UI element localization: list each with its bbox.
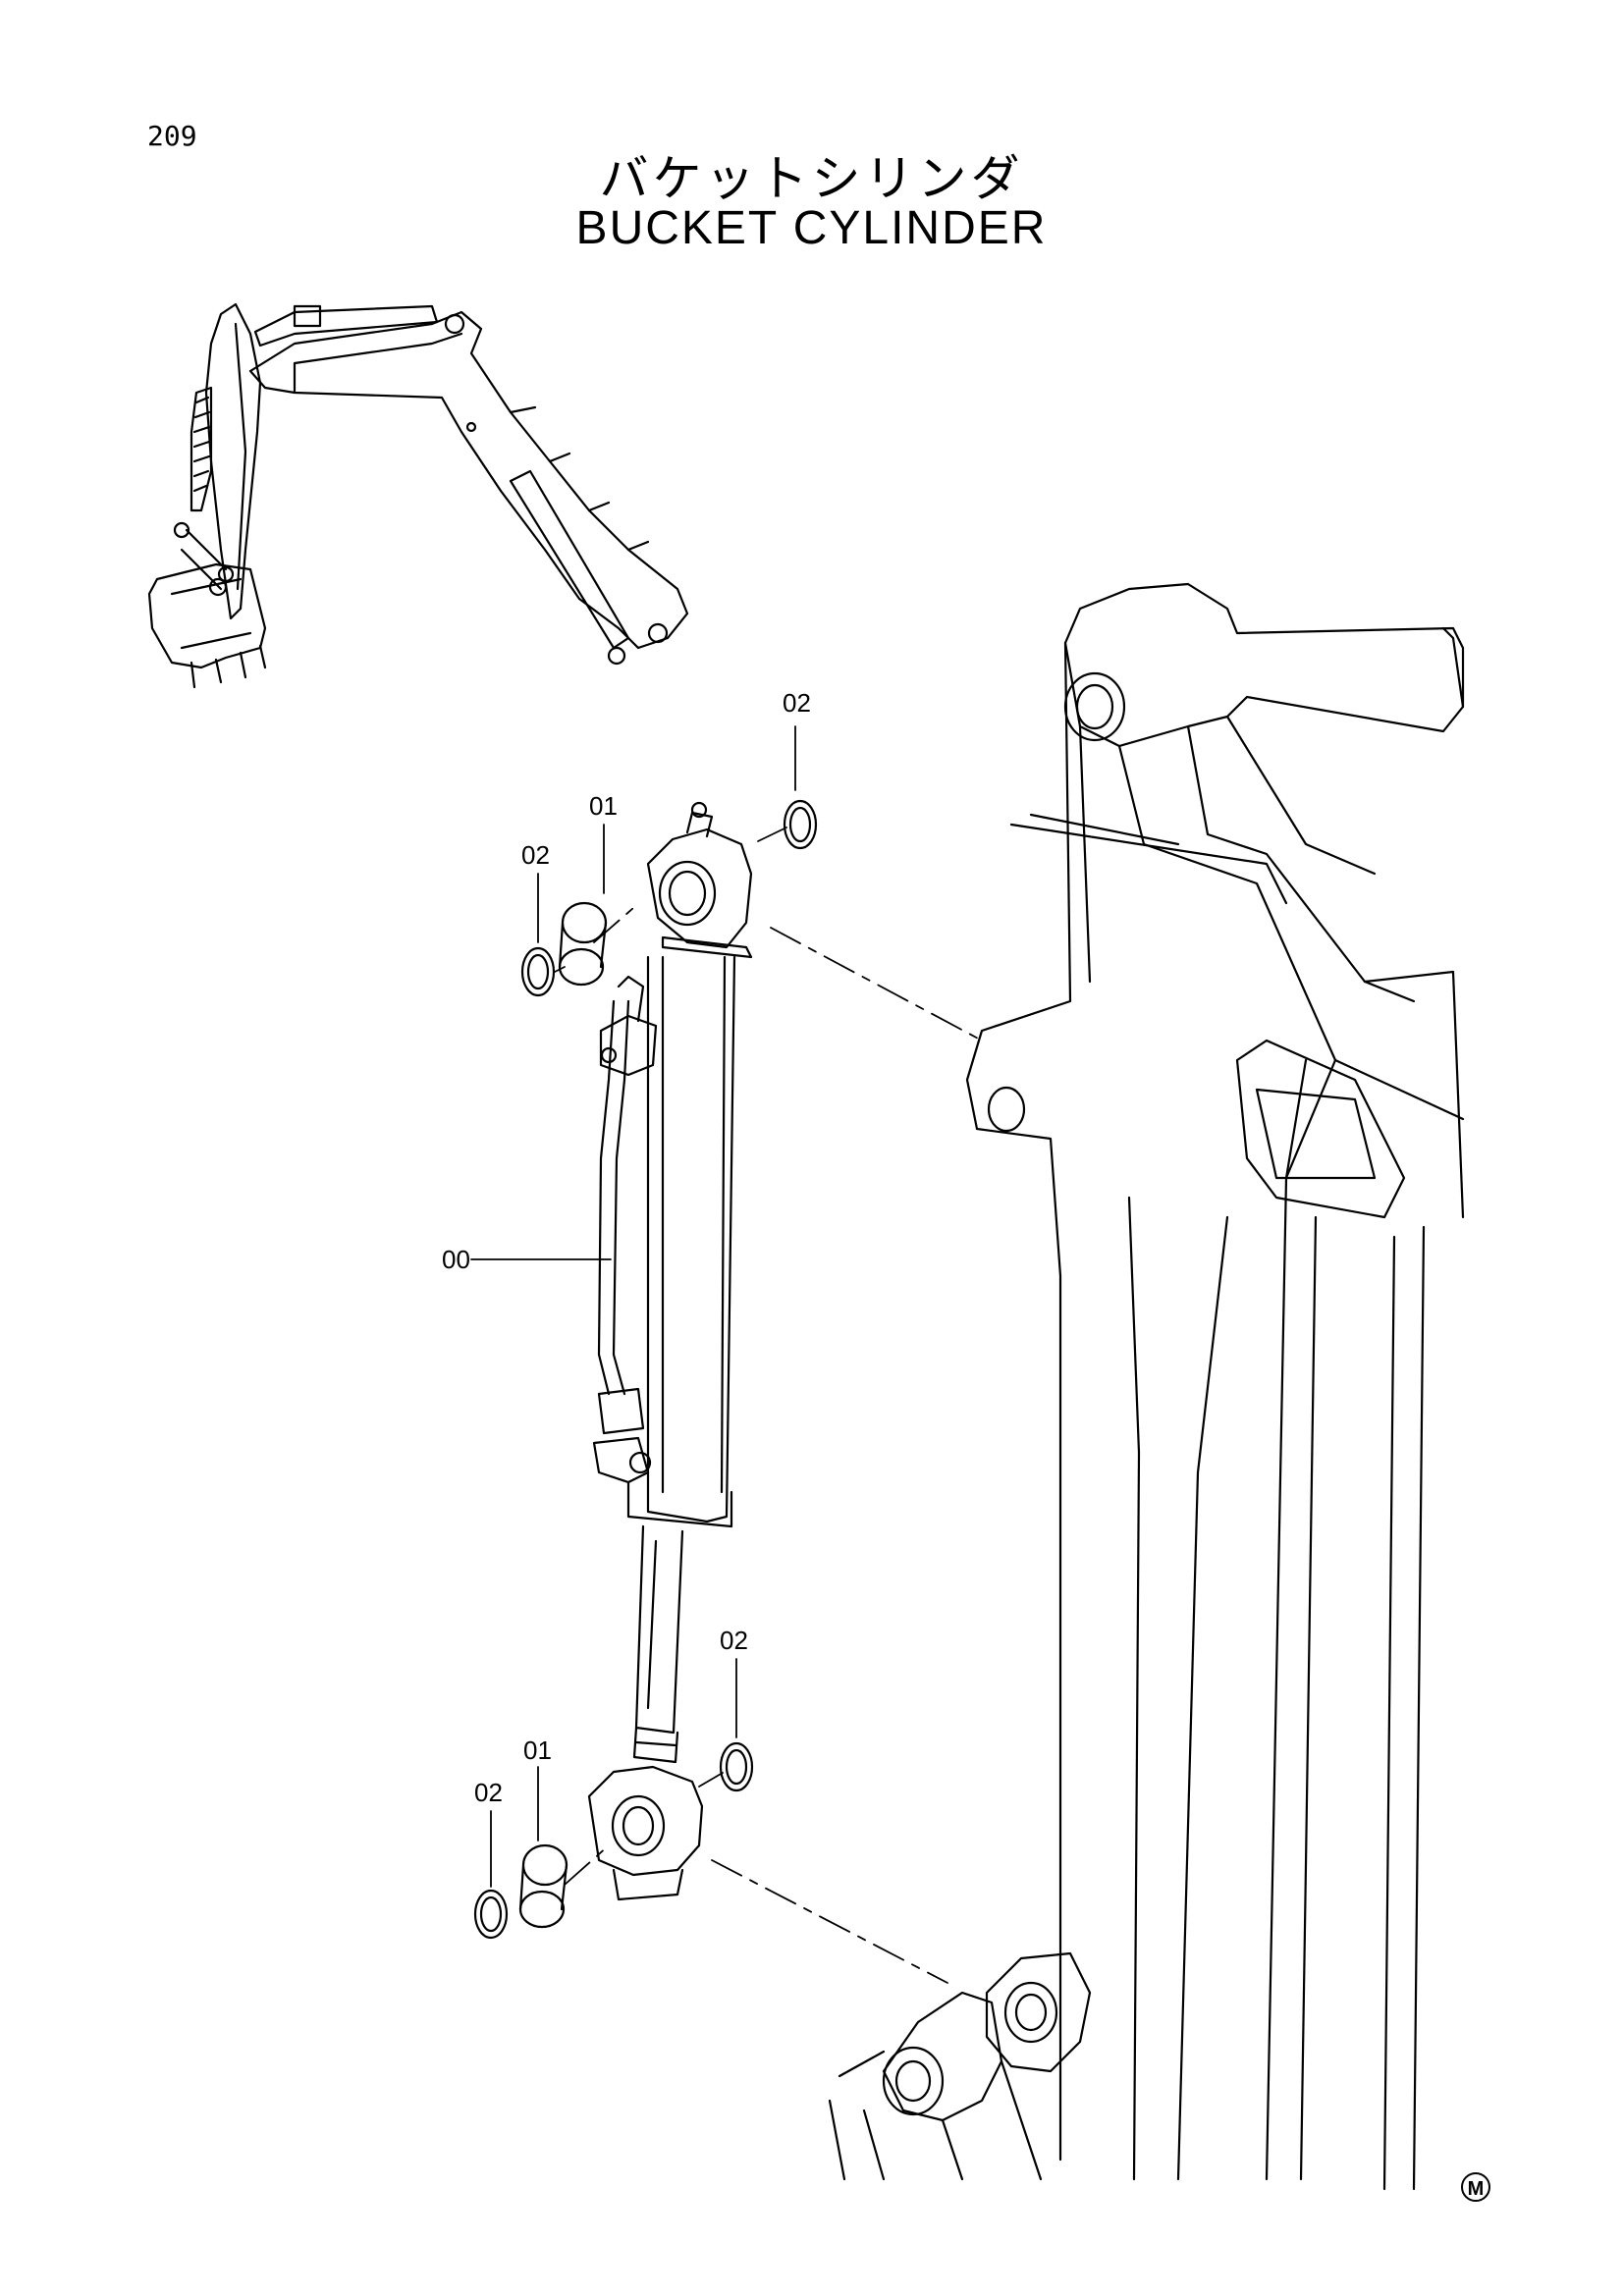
- top-bushing-part: [558, 901, 608, 987]
- callout-top-seal-left: 02: [521, 840, 550, 870]
- callout-bottom-bushing: 01: [523, 1735, 552, 1765]
- overview-front-attachment: [147, 302, 689, 689]
- bottom-bushing-part: [518, 1843, 568, 1929]
- assembly-center-lines: [554, 827, 983, 1984]
- mark-letter: M: [1468, 2178, 1485, 2200]
- bottom-seal-left-part: [473, 1889, 509, 1940]
- callout-top-seal-right: 02: [783, 688, 811, 718]
- arm-structure: [828, 582, 1465, 2191]
- callout-bottom-seal-right: 02: [720, 1626, 748, 1655]
- callout-bottom-seal-left: 02: [474, 1778, 503, 1807]
- top-seal-left-part: [520, 946, 556, 997]
- title-english: BUCKET CYLINDER: [575, 202, 1048, 254]
- page-number: 209: [147, 120, 197, 152]
- bottom-seal-right-part: [719, 1741, 754, 1792]
- bucket-cylinder-assembly: [587, 801, 753, 1901]
- circled-m-mark: M: [1461, 2172, 1490, 2202]
- title-japanese: バケットシリンダ: [599, 150, 1024, 207]
- callout-cylinder-assembly: 00: [442, 1245, 470, 1274]
- callout-top-bushing: 01: [589, 791, 618, 821]
- top-seal-right-part: [783, 799, 818, 850]
- leader-lines: [470, 725, 796, 1888]
